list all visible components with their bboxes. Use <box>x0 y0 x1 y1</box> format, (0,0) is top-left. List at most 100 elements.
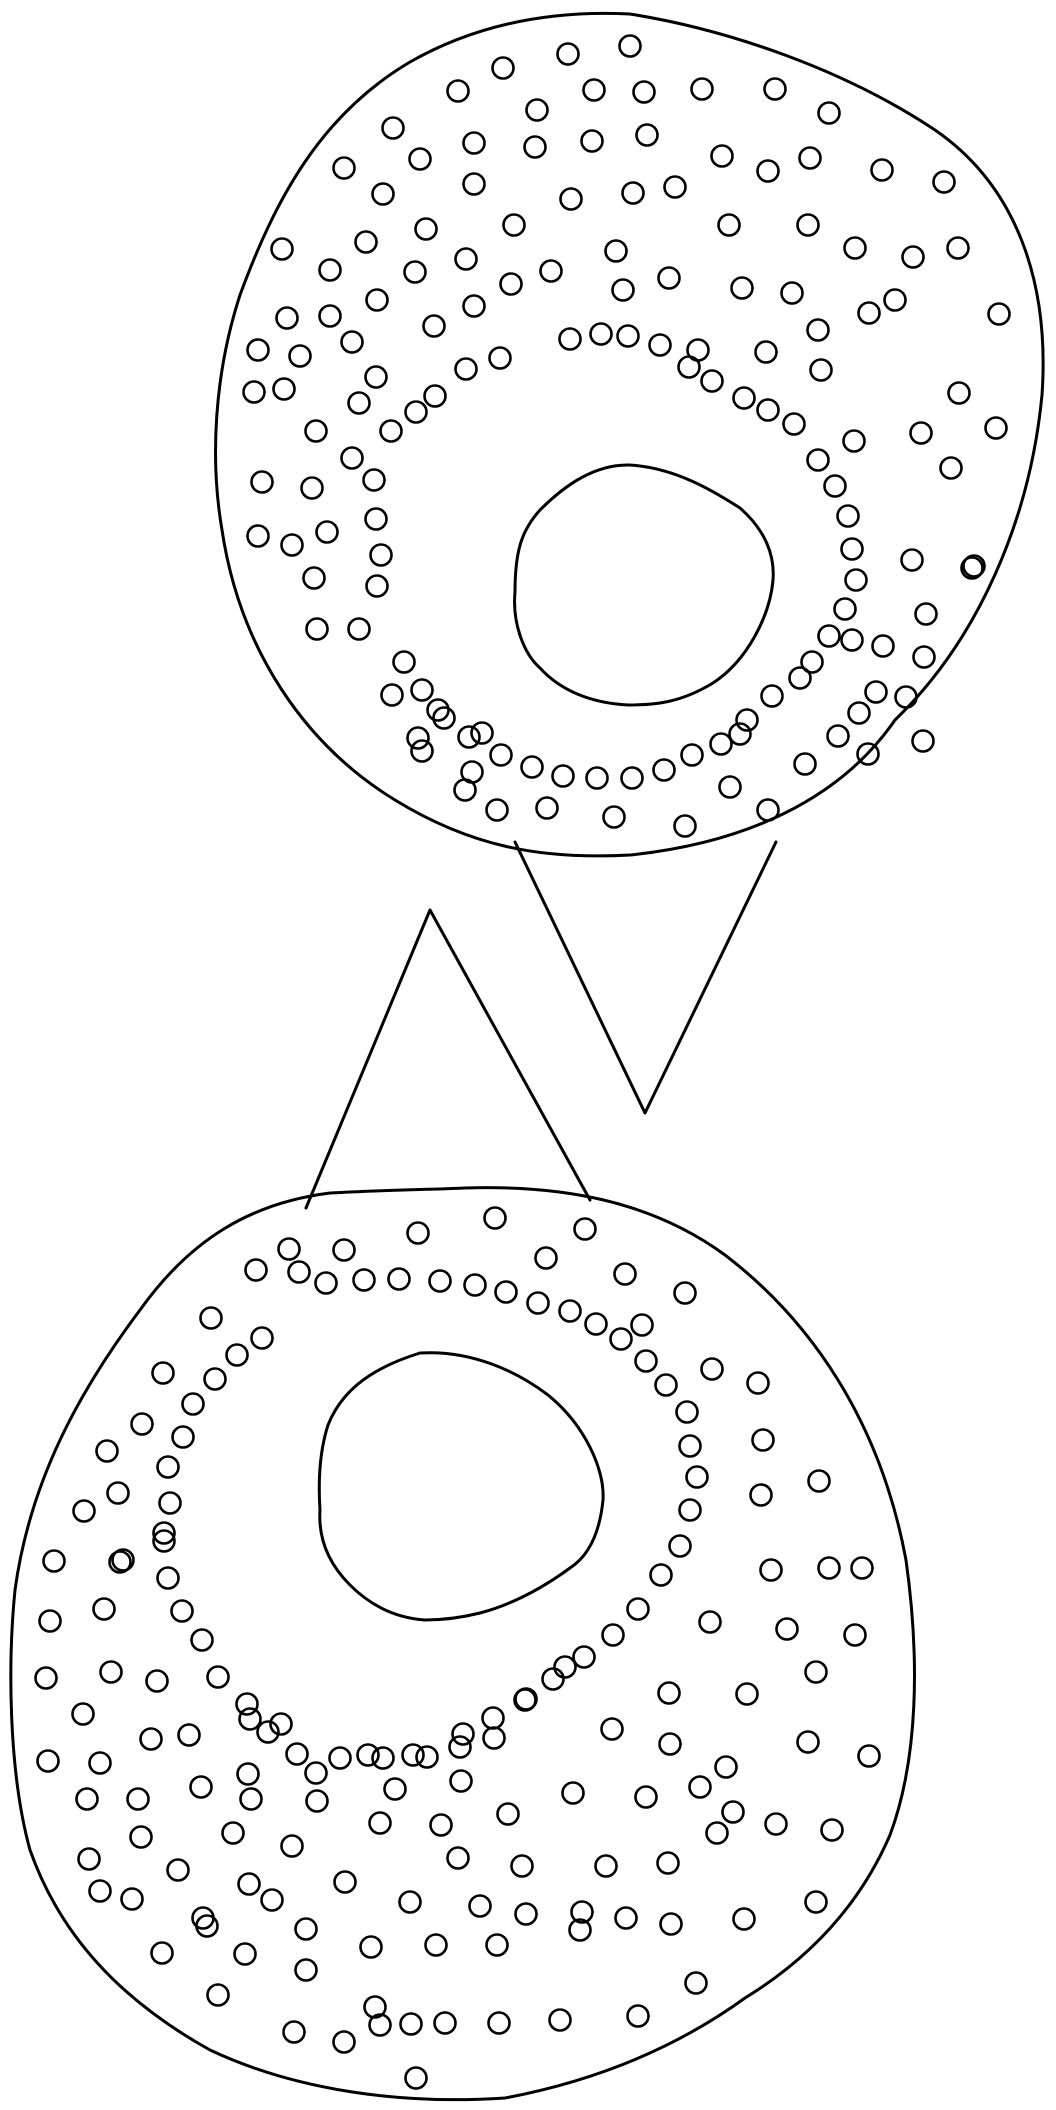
upper-dot <box>307 619 328 640</box>
lower-dot <box>528 1293 549 1314</box>
upper-dot <box>711 734 732 755</box>
lower-dot <box>680 1436 701 1457</box>
upper-dot <box>790 668 811 689</box>
lower-dot <box>173 1427 194 1448</box>
upper-dot <box>650 335 671 356</box>
upper-dot <box>504 215 525 236</box>
upper-dot <box>765 79 786 100</box>
lower-dot <box>147 1671 168 1692</box>
lower-dot <box>192 1630 213 1651</box>
upper-dot <box>459 727 480 748</box>
upper-dot <box>522 757 543 778</box>
lower-dot <box>670 1536 691 1557</box>
lower-dot <box>615 1264 636 1285</box>
upper-dot <box>756 342 777 363</box>
lower-dot <box>435 2013 456 2034</box>
lower-dot <box>400 1892 421 1913</box>
upper-dot-field <box>244 36 1010 837</box>
upper-dot <box>941 458 962 479</box>
upper-dot <box>464 296 485 317</box>
lower-dot <box>385 1779 406 1800</box>
upper-dot <box>675 816 696 837</box>
lower-dot <box>97 1441 118 1462</box>
upper-dot <box>989 304 1010 325</box>
upper-dot <box>364 470 385 491</box>
lower-dot <box>330 1748 351 1769</box>
upper-dot <box>464 174 485 195</box>
lower-dot <box>197 1916 218 1937</box>
lower-dot <box>208 1985 229 2006</box>
lower-dot <box>208 1667 229 1688</box>
lower-dot <box>183 1394 204 1415</box>
lower-dot <box>753 1430 774 1451</box>
upper-dot <box>371 545 392 566</box>
upper-dot <box>408 728 429 749</box>
lower-dot <box>191 1777 212 1798</box>
lower-dot <box>777 1619 798 1640</box>
lower-inverted-v-stem <box>306 910 590 1208</box>
lower-dot <box>806 1892 827 1913</box>
upper-dot <box>304 568 325 589</box>
upper-dot <box>537 798 558 819</box>
upper-dot <box>248 526 269 547</box>
lower-dot <box>307 1791 328 1812</box>
lower-dot <box>73 1704 94 1725</box>
upper-dot <box>248 340 269 361</box>
lower-dot <box>680 1500 701 1521</box>
lower-dot <box>603 1625 624 1646</box>
lower-dot <box>470 1896 491 1917</box>
upper-dot <box>784 414 805 435</box>
lower-dot <box>498 1804 519 1825</box>
upper-dot <box>916 604 937 625</box>
lower-dot <box>716 1757 737 1778</box>
lower-dot <box>859 1746 880 1767</box>
upper-dot <box>541 261 562 282</box>
lower-dot <box>296 1919 317 1940</box>
upper-dot <box>873 636 894 657</box>
lower-dot <box>408 1223 429 1244</box>
lower-dot <box>702 1359 723 1380</box>
lower-dot <box>483 1708 504 1729</box>
lower-dot <box>596 1856 617 1877</box>
upper-dot <box>410 149 431 170</box>
lower-dot <box>430 1271 451 1292</box>
upper-dot <box>425 386 446 407</box>
upper-dot <box>582 131 603 152</box>
upper-dot <box>948 238 969 259</box>
lower-dot <box>354 1270 375 1291</box>
upper-dot <box>835 599 856 620</box>
lower-dot <box>205 1369 226 1390</box>
lower-dot <box>74 1501 95 1522</box>
lower-dot <box>122 1889 143 1910</box>
lower-dot <box>40 1611 61 1632</box>
upper-dot <box>782 283 803 304</box>
upper-dot <box>623 183 644 204</box>
lower-dot <box>574 1647 595 1668</box>
upper-dot <box>587 768 608 789</box>
upper-dot <box>659 268 680 289</box>
lower-dot <box>158 1457 179 1478</box>
lower-dot <box>141 1729 162 1750</box>
upper-dot <box>416 219 437 240</box>
upper-dot <box>320 260 341 281</box>
upper-dot <box>472 723 493 744</box>
lower-dot <box>90 1753 111 1774</box>
upper-dot <box>412 680 433 701</box>
lower-dot <box>358 1745 379 1766</box>
upper-dot <box>758 161 779 182</box>
upper-dot <box>604 807 625 828</box>
lower-dot <box>484 1728 505 1749</box>
lower-dot <box>675 1283 696 1304</box>
upper-dot <box>808 450 829 471</box>
lower-dot <box>108 1483 129 1504</box>
lower-dot <box>751 1485 772 1506</box>
upper-dot <box>679 357 700 378</box>
lower-inner-hole <box>319 1353 603 1620</box>
upper-dot <box>712 146 733 167</box>
lower-dot-field <box>36 1208 880 2089</box>
upper-dot <box>367 576 388 597</box>
lower-dot <box>656 1375 677 1396</box>
upper-v-stem <box>515 842 776 1113</box>
lower-dot <box>79 1849 100 1870</box>
lower-dot <box>575 1219 596 1240</box>
